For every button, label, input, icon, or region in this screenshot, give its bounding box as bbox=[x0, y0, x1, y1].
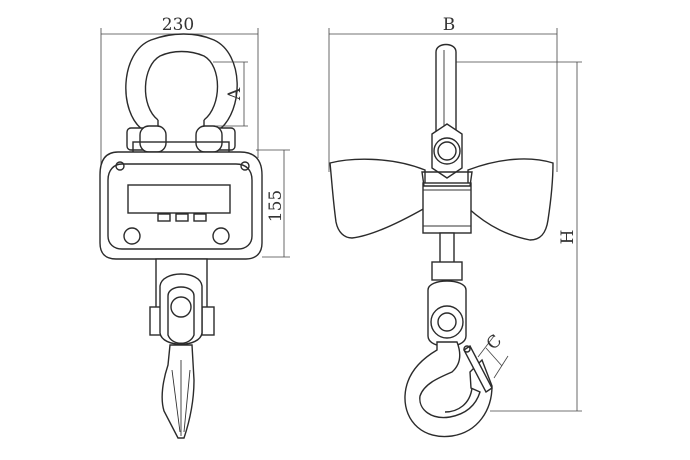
dimension-h: H bbox=[455, 61, 582, 412]
dimension-b: B bbox=[328, 15, 558, 172]
side-hook bbox=[404, 232, 493, 438]
width-label: 230 bbox=[162, 15, 194, 35]
height-label: 155 bbox=[266, 190, 286, 222]
dimension-a: A bbox=[213, 61, 248, 127]
side-view: B H bbox=[328, 15, 582, 438]
a-label: A bbox=[225, 87, 245, 101]
side-shackle bbox=[435, 43, 457, 141]
side-body bbox=[329, 123, 554, 241]
display-housing bbox=[99, 151, 263, 260]
dimension-height: 155 bbox=[256, 149, 290, 258]
c-label: C bbox=[483, 331, 506, 354]
h-label: H bbox=[558, 230, 578, 245]
b-label: B bbox=[443, 15, 456, 35]
front-hook bbox=[149, 258, 215, 439]
shackle bbox=[125, 33, 238, 155]
front-view: 230 A bbox=[99, 15, 290, 439]
